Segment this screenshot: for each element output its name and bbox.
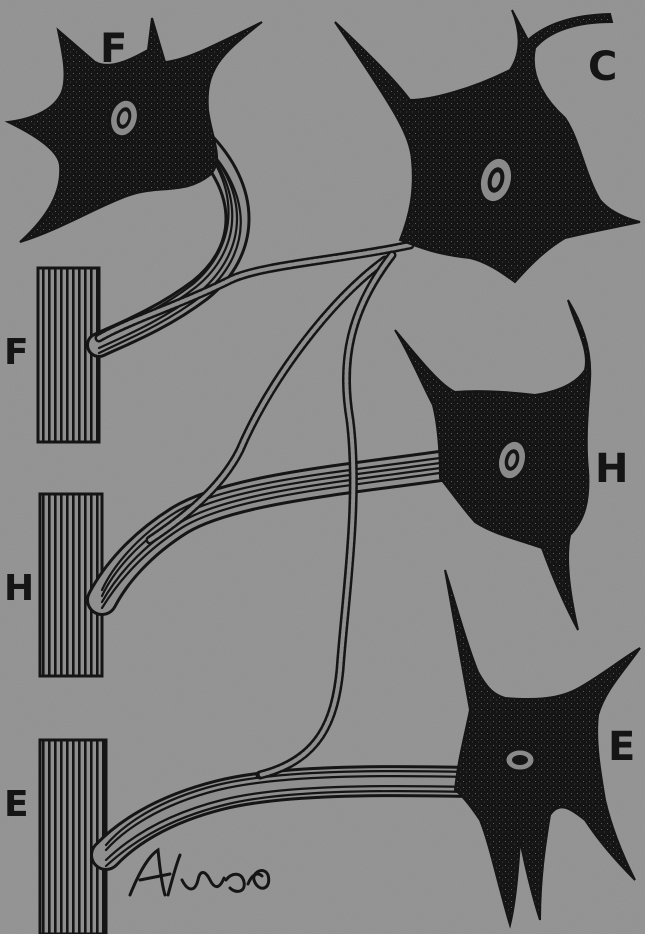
label-muscle-f: F (4, 332, 29, 373)
label-neuron-f: F (100, 26, 127, 72)
muscle-block-f (38, 268, 99, 442)
label-neuron-c: C (588, 44, 617, 90)
label-muscle-e: E (4, 784, 29, 825)
muscle-block-e (40, 740, 106, 934)
label-neuron-h: H (595, 446, 628, 492)
label-muscle-h: H (4, 568, 34, 609)
label-neuron-e: E (608, 724, 635, 770)
